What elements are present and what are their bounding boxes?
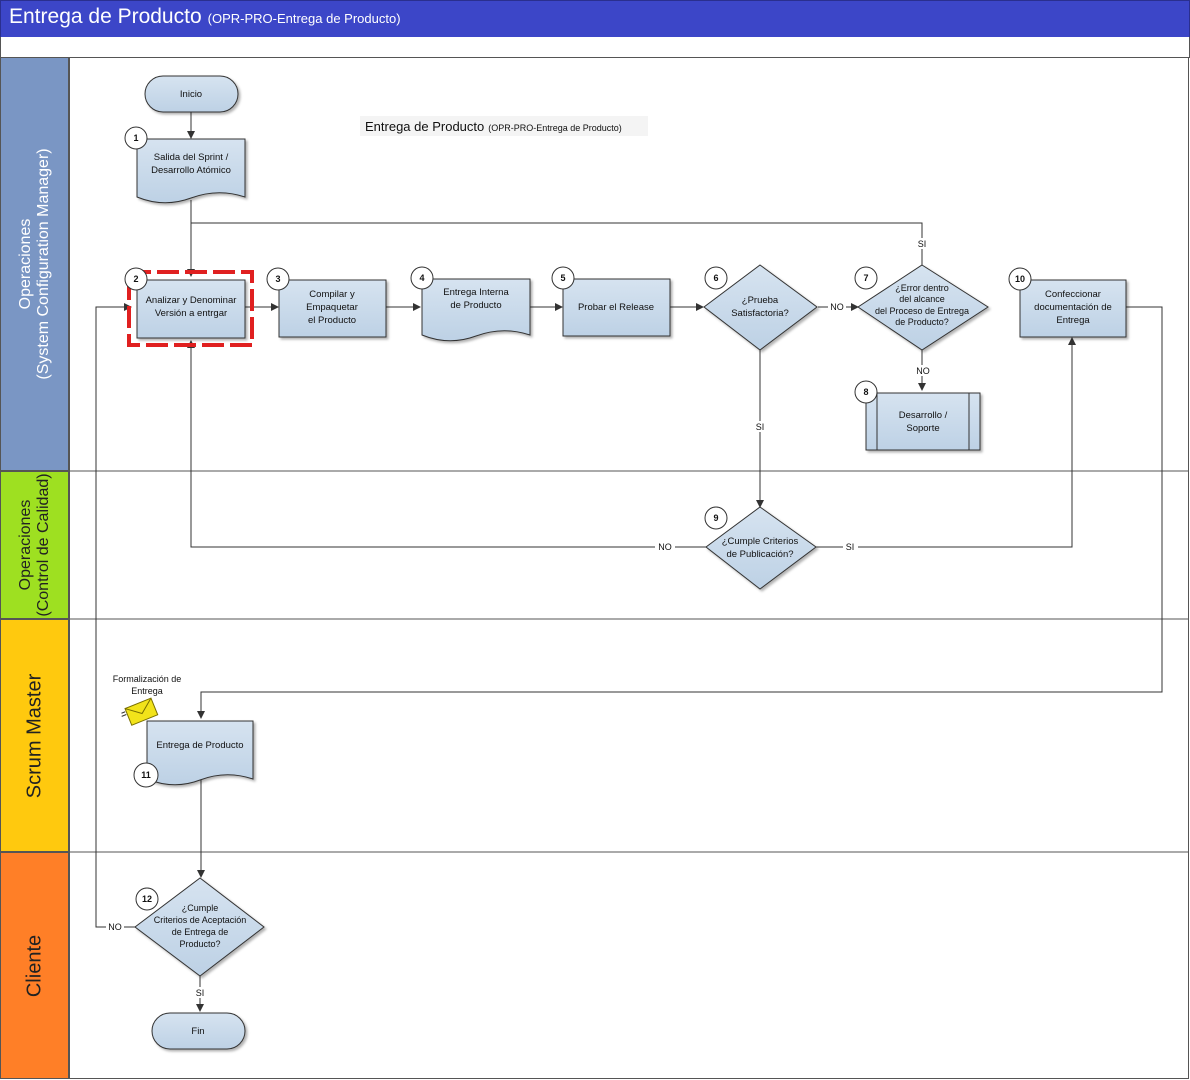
step-2-process: Analizar y Denominar Versión a entrgar 2 [124, 267, 254, 347]
label-no-6: NO [830, 302, 844, 312]
svg-text:8: 8 [863, 387, 868, 397]
page-header: Entrega de Producto(OPR-PRO-Entrega de P… [0, 0, 1190, 38]
svg-text:Analizar y Denominar: Analizar y Denominar [146, 295, 237, 306]
svg-text:Producto?: Producto? [179, 939, 220, 949]
svg-text:Formalización de: Formalización de [113, 674, 182, 684]
svg-text:9: 9 [713, 513, 718, 523]
svg-text:¿Cumple: ¿Cumple [182, 903, 219, 913]
lane-operaciones-calidad: Operaciones(Control de Calidad) [0, 471, 69, 619]
svg-text:7: 7 [863, 273, 868, 283]
lane-operaciones-scm: Operaciones(System Configuration Manager… [0, 57, 69, 471]
svg-text:5: 5 [560, 273, 565, 283]
svg-text:3: 3 [275, 274, 280, 284]
step-4-document: Entrega Interna de Producto 4 [410, 266, 531, 342]
envelope-icon [121, 697, 159, 726]
step-11-document: Entrega de Producto 11 [133, 720, 254, 788]
svg-text:2: 2 [133, 274, 138, 284]
step-7-decision: ¿Error dentro del alcance del Proceso de… [854, 264, 989, 351]
svg-text:6: 6 [713, 273, 718, 283]
svg-text:Entrega: Entrega [1056, 315, 1090, 326]
svg-text:11: 11 [141, 770, 151, 780]
svg-text:documentación de: documentación de [1034, 302, 1112, 313]
step-6-decision: ¿Prueba Satisfactoria? 6 [703, 264, 818, 351]
svg-text:de Producto: de Producto [450, 300, 501, 311]
svg-text:Entrega de Producto(OPR-PRO-En: Entrega de Producto(OPR-PRO-Entrega de P… [365, 119, 622, 134]
lane-scrum-master: Scrum Master [0, 619, 69, 852]
svg-text:del Proceso de Entrega: del Proceso de Entrega [875, 306, 969, 316]
svg-text:10: 10 [1015, 274, 1025, 284]
svg-text:de Producto?: de Producto? [895, 317, 949, 327]
step-1-document: Salida del Sprint / Desarrollo Atómico 1 [124, 126, 246, 204]
svg-text:Desarrollo Atómico: Desarrollo Atómico [151, 165, 231, 176]
connectors [95, 112, 1163, 1012]
step-12-decision: ¿Cumple Criterios de Aceptación de Entre… [134, 877, 265, 977]
connector-labels: SI NO NO SI NO SI NO SI [106, 238, 932, 998]
svg-text:Inicio: Inicio [180, 89, 202, 100]
page-title: Entrega de Producto(OPR-PRO-Entrega de P… [9, 5, 401, 28]
formalization-note: Formalización de Entrega [113, 674, 182, 696]
start-terminator: Inicio [144, 75, 239, 113]
step-3-process: Compilar y Empaquetar el Producto 3 [266, 267, 387, 338]
diagram-title: Entrega de Producto(OPR-PRO-Entrega de P… [360, 116, 648, 136]
step-9-decision: ¿Cumple Criterios de Publicación? 9 [704, 506, 817, 590]
svg-text:Probar el Release: Probar el Release [578, 302, 654, 313]
svg-text:Criterios de Aceptación: Criterios de Aceptación [154, 915, 247, 925]
step-5-process: Probar el Release 5 [551, 266, 671, 337]
svg-text:el Producto: el Producto [308, 315, 356, 326]
svg-text:1: 1 [133, 133, 138, 143]
label-no-9: NO [658, 542, 672, 552]
svg-text:Desarrollo /: Desarrollo / [899, 410, 948, 421]
svg-text:de Publicación?: de Publicación? [726, 549, 793, 560]
label-si-9: SI [846, 542, 855, 552]
svg-text:¿Error dentro: ¿Error dentro [895, 283, 949, 293]
step-10-process: Confeccionar documentación de Entrega 10 [1008, 267, 1127, 338]
svg-text:Empaquetar: Empaquetar [306, 302, 358, 313]
svg-text:Soporte: Soporte [906, 423, 939, 434]
svg-text:¿Prueba: ¿Prueba [742, 295, 779, 306]
svg-text:Entrega Interna: Entrega Interna [443, 287, 509, 298]
svg-text:Versión a entrgar: Versión a entrgar [155, 308, 227, 319]
svg-text:¿Cumple Criterios: ¿Cumple Criterios [722, 536, 799, 547]
label-no-12: NO [108, 922, 122, 932]
svg-text:del alcance: del alcance [899, 294, 945, 304]
end-terminator: Fin [151, 1012, 246, 1050]
svg-text:de Entrega de: de Entrega de [172, 927, 229, 937]
svg-text:12: 12 [142, 894, 152, 904]
lane-borders [69, 57, 1189, 1079]
label-si-12: SI [196, 988, 205, 998]
svg-text:Compilar y: Compilar y [309, 289, 355, 300]
lane-cliente: Cliente [0, 852, 69, 1079]
svg-text:Salida del Sprint /: Salida del Sprint / [154, 152, 229, 163]
svg-text:4: 4 [419, 273, 424, 283]
svg-text:Fin: Fin [191, 1026, 204, 1037]
svg-text:Satisfactoria?: Satisfactoria? [731, 308, 789, 319]
label-si-6: SI [756, 422, 765, 432]
svg-text:Entrega de Producto: Entrega de Producto [156, 740, 243, 751]
svg-text:Confeccionar: Confeccionar [1045, 289, 1101, 300]
step-8-subprocess: Desarrollo / Soporte 8 [854, 380, 981, 451]
svg-text:Entrega: Entrega [131, 686, 163, 696]
label-si-7: SI [918, 239, 927, 249]
label-no-7: NO [916, 366, 930, 376]
